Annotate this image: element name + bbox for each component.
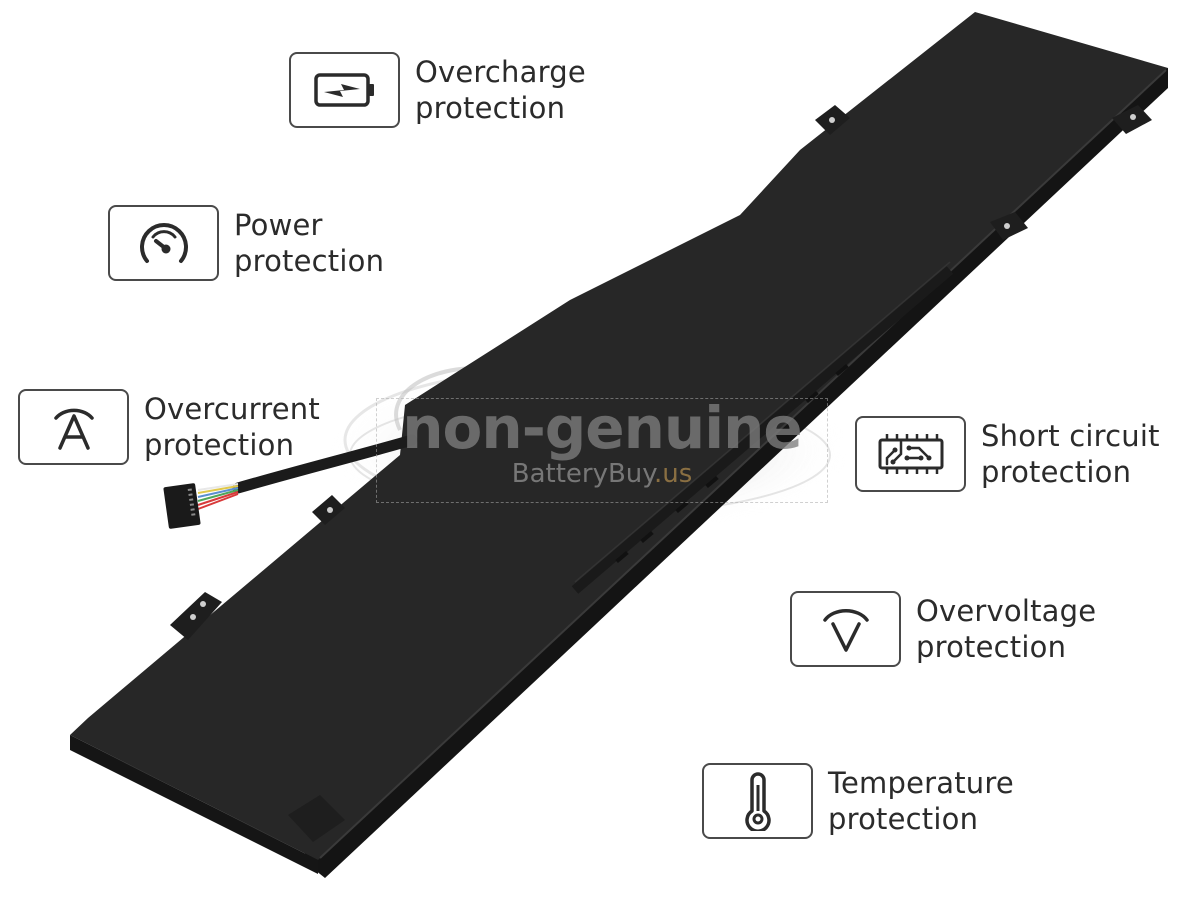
ampere-icon — [53, 408, 94, 450]
feature-power: Power protection — [108, 205, 384, 281]
tab-left-low — [170, 592, 222, 640]
feature-title: Power — [234, 208, 323, 242]
tab-mid-right — [990, 212, 1028, 240]
thermometer-icon — [744, 772, 771, 831]
circuit-chip-icon — [878, 434, 943, 474]
gauge-icon — [139, 223, 188, 263]
feature-subtitle: protection — [144, 428, 295, 462]
voltage-icon — [822, 609, 869, 652]
feature-subtitle: protection — [234, 244, 385, 278]
feature-overcharge: Overcharge protection — [289, 52, 586, 128]
feature-label: Overcharge protection — [415, 54, 586, 126]
feature-subtitle: protection — [981, 455, 1132, 489]
feature-title: Overvoltage — [916, 594, 1097, 628]
feature-temperature: Temperature protection — [702, 763, 1014, 839]
feature-icon-box — [18, 389, 129, 465]
feature-short-circuit: Short circuit protection — [855, 416, 1160, 492]
feature-overcurrent: Overcurrent protection — [18, 389, 320, 465]
feature-label: Power protection — [234, 207, 384, 279]
mounting-tabs — [170, 105, 1152, 842]
battery-body — [70, 12, 1168, 878]
feature-icon-box — [108, 205, 219, 281]
tab-top-right — [1112, 105, 1152, 134]
feature-title: Overcurrent — [144, 392, 320, 426]
feature-icon-box — [790, 591, 901, 667]
battery-cable — [163, 434, 418, 529]
feature-icon-box — [702, 763, 813, 839]
feature-label: Overcurrent protection — [144, 391, 320, 463]
feature-subtitle: protection — [916, 630, 1067, 664]
feature-label: Temperature protection — [828, 765, 1014, 837]
feature-title: Temperature — [828, 766, 1014, 800]
battery-charging-icon — [313, 73, 374, 107]
feature-overvoltage: Overvoltage protection — [790, 591, 1096, 667]
tab-top-1 — [815, 105, 850, 135]
feature-label: Overvoltage protection — [916, 593, 1096, 665]
feature-subtitle: protection — [828, 802, 979, 836]
feature-icon-box — [855, 416, 966, 492]
feature-label: Short circuit protection — [981, 418, 1160, 490]
feature-title: Overcharge — [415, 55, 586, 89]
feature-title: Short circuit — [981, 419, 1160, 453]
tab-bottom — [288, 795, 345, 842]
tab-left-mid — [312, 495, 345, 525]
cable-connector — [163, 483, 201, 529]
feature-icon-box — [289, 52, 400, 128]
feature-subtitle: protection — [415, 91, 566, 125]
